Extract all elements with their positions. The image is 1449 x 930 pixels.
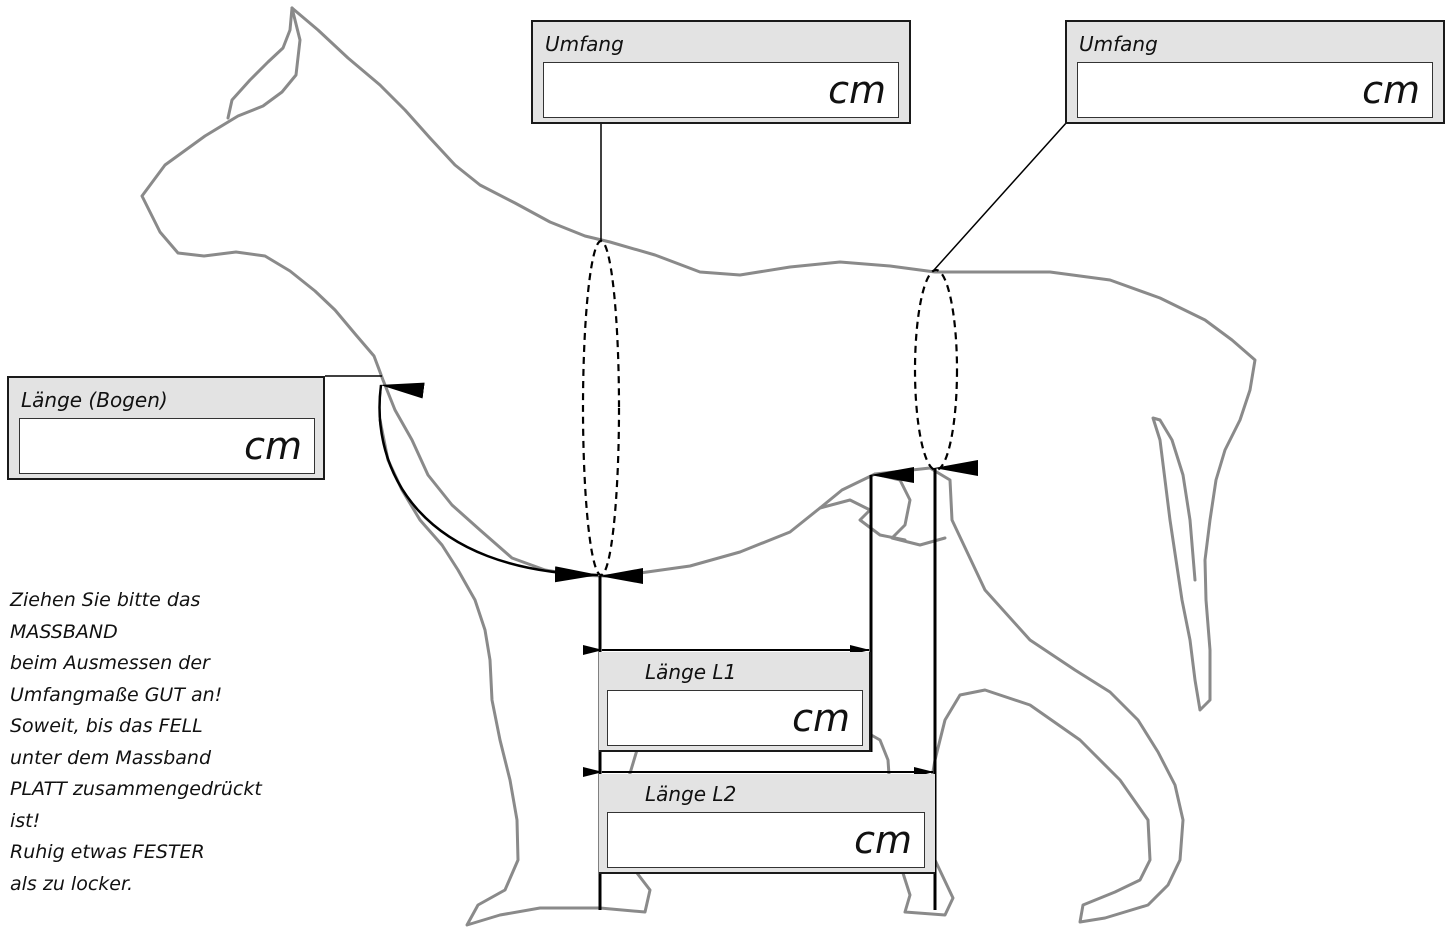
umfang-rear-box: Umfang cm bbox=[1065, 20, 1445, 124]
note-line: als zu locker. bbox=[10, 872, 134, 895]
laenge-bogen-label: Länge (Bogen) bbox=[21, 388, 168, 412]
note-line: PLATT zusammengedrückt bbox=[10, 778, 262, 800]
umfang-front-field[interactable]: cm bbox=[543, 62, 899, 118]
note-line: Umfangmaße GUT an! bbox=[10, 683, 223, 706]
laenge-l1-label: Länge L1 bbox=[645, 660, 737, 684]
note-line: Ziehen Sie bitte das bbox=[10, 589, 201, 611]
laenge-l2-label: Länge L2 bbox=[645, 782, 737, 806]
unit-label: cm bbox=[854, 818, 912, 862]
note-line: MASSBAND bbox=[10, 620, 118, 643]
front-girth-ellipse bbox=[581, 239, 621, 577]
umfang-front-label: Umfang bbox=[545, 32, 624, 56]
instruction-note: Ziehen Sie bitte das MASSBAND beim Ausme… bbox=[10, 585, 262, 900]
note-line: unter dem Massband bbox=[10, 746, 212, 769]
umfang-rear-field[interactable]: cm bbox=[1077, 62, 1433, 118]
laenge-l1-box: Länge L1 cm bbox=[599, 652, 871, 752]
rear-girth-ellipse bbox=[913, 268, 959, 472]
laenge-l2-field[interactable]: cm bbox=[607, 812, 925, 868]
laenge-l1-field[interactable]: cm bbox=[607, 690, 863, 746]
umfang-front-box: Umfang cm bbox=[531, 20, 911, 124]
laenge-bogen-field[interactable]: cm bbox=[19, 418, 315, 474]
arc-length-arrow bbox=[378, 382, 599, 583]
unit-label: cm bbox=[244, 424, 302, 468]
unit-label: cm bbox=[792, 696, 850, 740]
unit-label: cm bbox=[828, 68, 886, 112]
note-line: Soweit, bis das FELL bbox=[10, 715, 203, 737]
laenge-l2-box: Länge L2 cm bbox=[599, 774, 935, 874]
note-line: beim Ausmessen der bbox=[10, 652, 210, 674]
note-line: Ruhig etwas FESTER bbox=[10, 841, 205, 863]
unit-label: cm bbox=[1362, 68, 1420, 112]
laenge-bogen-box: Länge (Bogen) cm bbox=[7, 376, 325, 480]
umfang-rear-label: Umfang bbox=[1079, 32, 1158, 56]
note-line: ist! bbox=[10, 809, 41, 832]
